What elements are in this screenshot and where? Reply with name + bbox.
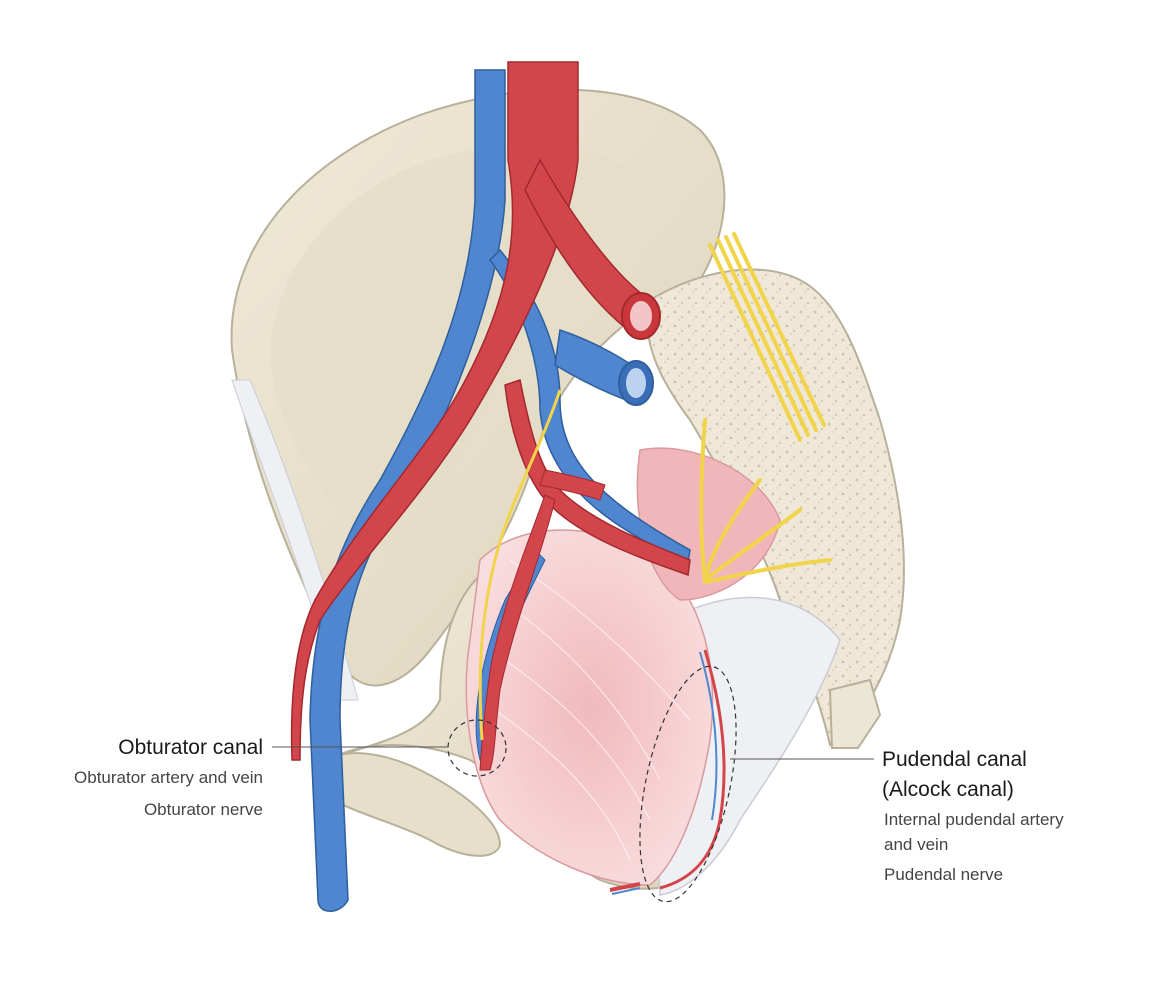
pudendal-nerve-label: Pudendal nerve (884, 865, 1004, 884)
external-iliac-vein (309, 69, 506, 912)
obturator-canal-marker (447, 719, 507, 777)
internal-pudendal-vein-label: and vein (884, 835, 949, 854)
sacrum (646, 268, 905, 747)
obturator-artery (479, 494, 556, 771)
pudendal-canal-title: Pudendal canal (882, 748, 1027, 771)
obturator-canal-title: Obturator canal (118, 736, 263, 759)
external-iliac-artery (290, 61, 579, 761)
obturator-nerve (478, 389, 562, 741)
obturator-nerve-label: Obturator nerve (143, 800, 263, 819)
internal-pudendal-vessels (659, 649, 726, 890)
alcock-canal-title: (Alcock canal) (882, 778, 1014, 801)
superior-gluteal-artery (539, 469, 606, 501)
obturator-artery-vein-label: Obturator artery and vein (74, 768, 263, 787)
pubic-ramus (319, 752, 502, 857)
inferior-rectal-vessels (609, 882, 641, 892)
internal-pudendal-artery-label: Internal pudendal artery (884, 810, 1064, 829)
pudendal-canal-marker (639, 665, 737, 903)
sacral-plexus-nerves (699, 232, 832, 584)
coccyx (828, 678, 882, 749)
